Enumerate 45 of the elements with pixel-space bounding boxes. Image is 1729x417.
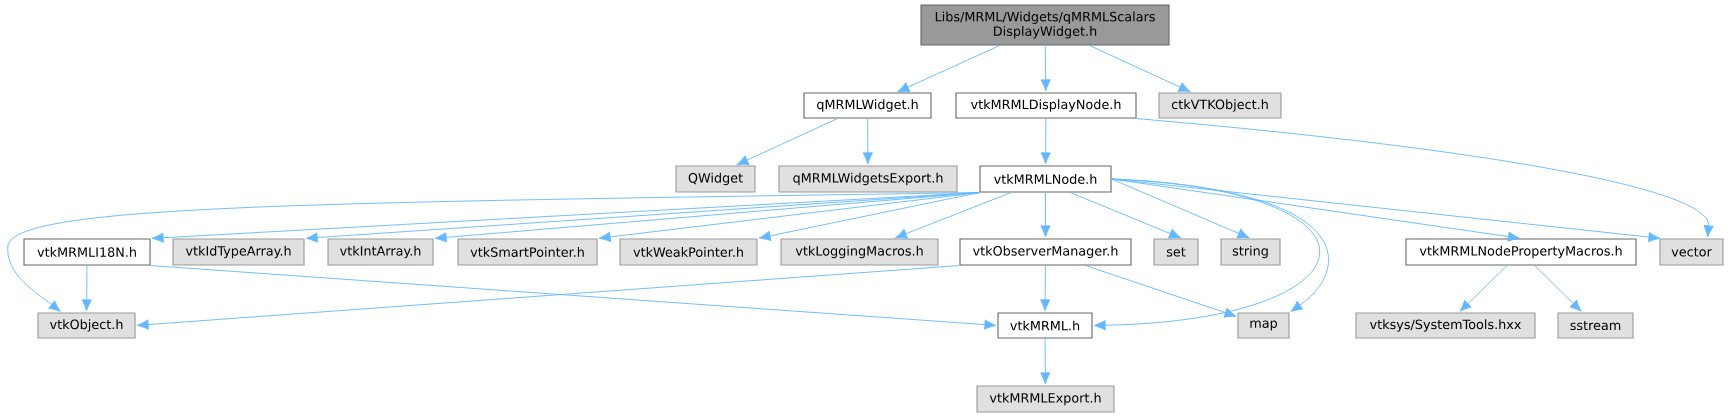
file-box: vtksys/SystemTools.hxx [1355,312,1536,339]
arrow [1093,178,1321,331]
arrow [897,45,1001,93]
arrow [81,265,92,312]
file-box: Libs/MRML/Widgets/qMRMLScalars DisplayWidget.h [920,4,1170,46]
arrow [1070,192,1181,239]
arrow [1111,178,1329,312]
arrow [736,118,838,166]
file-box: vtkMRMLNodePropertyMacros.h [1405,238,1637,266]
file-box: vtkObject.h [37,312,136,339]
file-box: QWidget [675,165,756,193]
arrow [895,192,1012,239]
file-box: vtkMRMLDisplayNode.h [955,92,1137,119]
file-box: qMRMLWidgetsExport.h [778,165,958,193]
file-box: sstream [1557,312,1634,339]
file-box: vtkWeakPointer.h [619,238,758,266]
file-box: set [1153,238,1199,266]
file-box: string [1220,238,1281,266]
arrow [1089,45,1191,93]
arrow [1040,265,1051,312]
file-box: vtkMRML.h [997,312,1093,339]
file-box: ctkVTKObject.h [1158,92,1282,119]
arrow [758,192,980,241]
arrow [1040,118,1051,165]
arrow [1136,118,1714,238]
file-box: vector [1659,238,1724,266]
file-box: vtkMRMLExport.h [976,385,1115,413]
file-box: map [1237,312,1290,339]
file-box: vtkMRMLI18N.h [23,238,151,266]
arrow [862,118,873,165]
arrow [1040,338,1051,385]
arrow [1534,265,1582,312]
file-box: qMRMLWidget.h [803,92,932,119]
arrow [1040,45,1051,92]
arrow [1111,178,1661,243]
file-box: vtkObserverManager.h [959,238,1132,266]
file-box: vtkLoggingMacros.h [780,238,939,266]
arrow [1085,265,1237,318]
file-box: vtkSmartPointer.h [457,238,598,266]
file-box: vtkIntArray.h [327,238,434,266]
file-box: vtkIdTypeArray.h [172,238,305,266]
arrow [1111,178,1250,239]
arrow [1040,192,1051,238]
arrow [1459,265,1508,312]
file-box: vtkMRMLNode.h [979,165,1112,193]
